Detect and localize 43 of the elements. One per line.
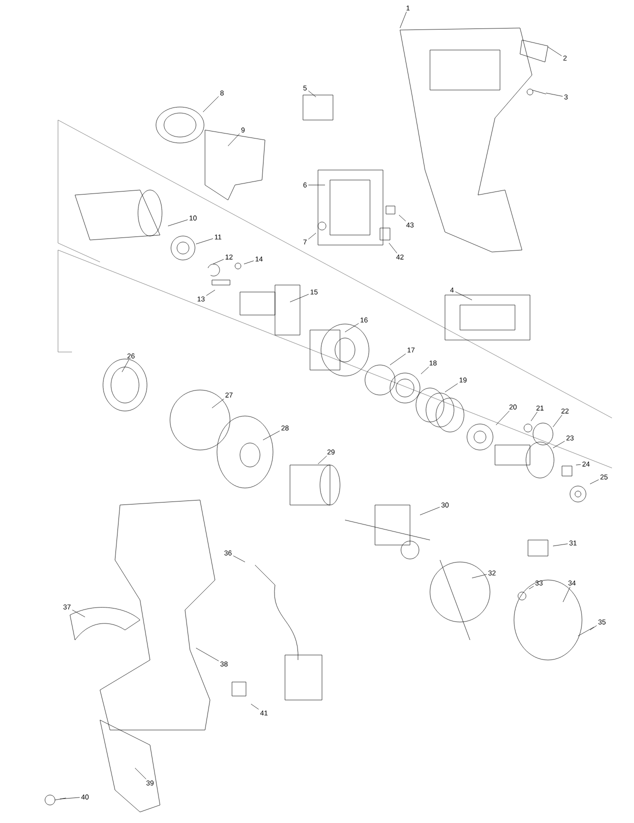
- leader-line: [308, 184, 326, 186]
- leader-line: [262, 430, 280, 440]
- leader-line: [420, 366, 429, 374]
- leader-line: [228, 133, 240, 146]
- leader-line: [496, 410, 510, 426]
- leader-line: [590, 625, 597, 630]
- leader-line: [244, 260, 254, 264]
- leader-line: [308, 232, 316, 240]
- leader-line: [472, 574, 487, 578]
- leader-line: [212, 259, 224, 264]
- leader-line: [196, 238, 214, 244]
- leader-line: [562, 586, 570, 602]
- leader-line: [528, 586, 534, 590]
- leader-line: [530, 412, 538, 422]
- leader-line: [250, 704, 259, 710]
- leader-line: [455, 291, 472, 300]
- leader-line: [552, 414, 562, 428]
- leader-line: [290, 294, 309, 302]
- leader-line: [318, 456, 327, 464]
- leader-line: [134, 768, 146, 780]
- leader-line: [233, 556, 246, 562]
- leader-line: [196, 648, 219, 662]
- leader-line: [308, 90, 316, 98]
- leader-line: [590, 479, 599, 484]
- leader-line: [212, 398, 224, 408]
- leader-line: [388, 242, 398, 254]
- leader-line: [444, 383, 458, 392]
- leader-line: [400, 12, 407, 28]
- leader-line: [548, 46, 562, 56]
- leader-line: [60, 797, 80, 800]
- leader-line: [72, 610, 86, 618]
- leader-line: [168, 220, 188, 226]
- leader-line: [552, 440, 565, 448]
- leader-line: [552, 544, 568, 546]
- leader-line: [390, 354, 406, 366]
- leader-line: [576, 464, 581, 466]
- leader-line: [546, 92, 563, 97]
- leader-line: [202, 96, 219, 112]
- leader-line: [398, 214, 406, 222]
- leader-line: [344, 323, 359, 332]
- leader-line: [420, 506, 440, 516]
- leader-line: [206, 290, 216, 296]
- leader-line: [122, 360, 130, 372]
